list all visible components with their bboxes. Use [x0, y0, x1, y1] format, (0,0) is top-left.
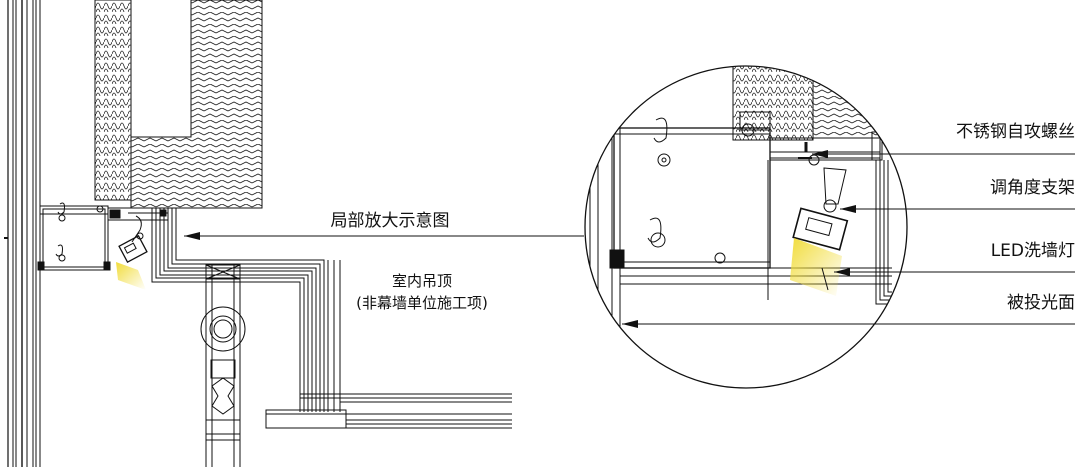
mullion-profile — [37, 202, 111, 271]
lit-surface-leader — [622, 320, 1075, 328]
bracket-label: 调角度支架 — [990, 178, 1075, 198]
callout-arrow — [184, 232, 584, 240]
detail-magnified-view — [584, 65, 1075, 389]
concrete-wall — [130, 0, 263, 209]
screw-icon — [798, 142, 812, 159]
bracket-leader — [840, 205, 1075, 213]
ceiling-hanger — [200, 264, 246, 467]
led-leader — [834, 268, 1075, 276]
screw-label: 不锈钢自攻螺丝 — [956, 122, 1075, 142]
led-label: LED洗墙灯 — [991, 241, 1075, 261]
main-section — [4, 0, 512, 467]
screw-leader — [812, 150, 1075, 158]
insulation-layer — [94, 0, 132, 201]
ceiling-edge-lines — [151, 208, 341, 412]
led-fixture-small — [116, 215, 148, 290]
detail-callout-label: 局部放大示意图 — [331, 211, 450, 231]
ceiling-label-line2: (非幕墙单位施工项) — [356, 294, 488, 312]
ceiling-board — [265, 393, 512, 429]
ceiling-label-line1: 室内吊顶 — [392, 272, 452, 290]
glass-curtain-wall — [4, 0, 41, 467]
lit-surface-label: 被投光面 — [1007, 293, 1075, 313]
ceiling-bracket — [107, 207, 169, 221]
